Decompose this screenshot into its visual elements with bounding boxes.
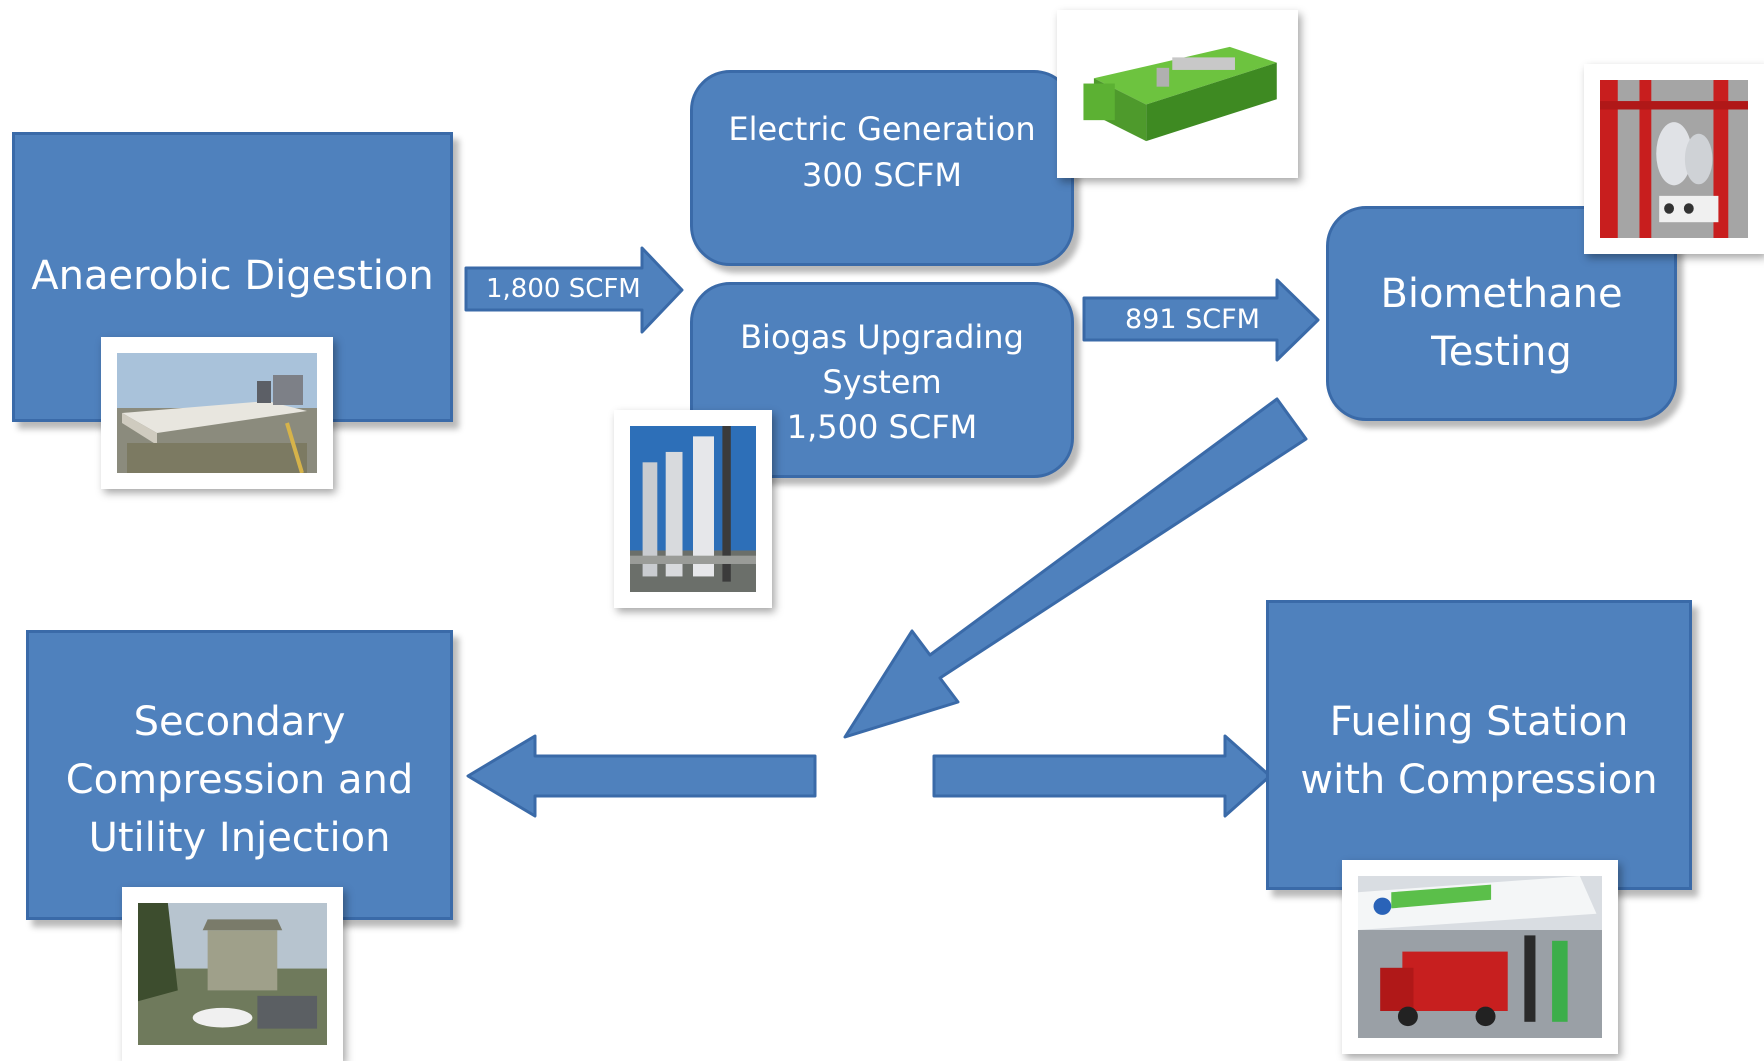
node-line: 1,500 SCFM (786, 408, 978, 446)
node-line: with Compression (1300, 757, 1658, 803)
node-label: Anaerobic Digestion (31, 253, 434, 299)
node-line: Biogas Upgrading (740, 318, 1024, 356)
node-line: Biomethane (1380, 271, 1623, 317)
node-line: Fueling Station (1329, 699, 1629, 745)
node-line: Secondary (133, 699, 346, 745)
node-fueling-station: Fueling Station with Compression (1266, 600, 1692, 890)
arrow-digestion-to-split (464, 246, 684, 334)
arrow-to-fueling (932, 734, 1272, 818)
node-line: System (822, 363, 942, 401)
arrow-pipeline (843, 397, 1308, 739)
node-line: 300 SCFM (802, 156, 962, 194)
node-line: Compression and (65, 757, 414, 803)
upgrading-towers-photo (614, 410, 772, 608)
node-line: Electric Generation (728, 110, 1036, 148)
arrow-label-digestion-out: 1,800 SCFM (486, 274, 641, 304)
node-line: Utility Injection (88, 815, 391, 861)
generator-photo (1057, 10, 1298, 178)
arrow-upgrading-to-testing (1082, 278, 1320, 362)
fueling-station-truck-photo (1342, 860, 1618, 1054)
digester-tank-photo (101, 337, 333, 489)
testing-equipment-photo (1584, 64, 1764, 254)
arrow-label-upgrading-out: 891 SCFM (1125, 304, 1260, 335)
compression-station-photo (122, 887, 343, 1061)
node-secondary-compression: Secondary Compression and Utility Inject… (26, 630, 453, 920)
node-electric-generation: Electric Generation 300 SCFM (690, 70, 1074, 266)
arrow-to-secondary (466, 734, 817, 818)
node-line: Testing (1431, 329, 1572, 375)
